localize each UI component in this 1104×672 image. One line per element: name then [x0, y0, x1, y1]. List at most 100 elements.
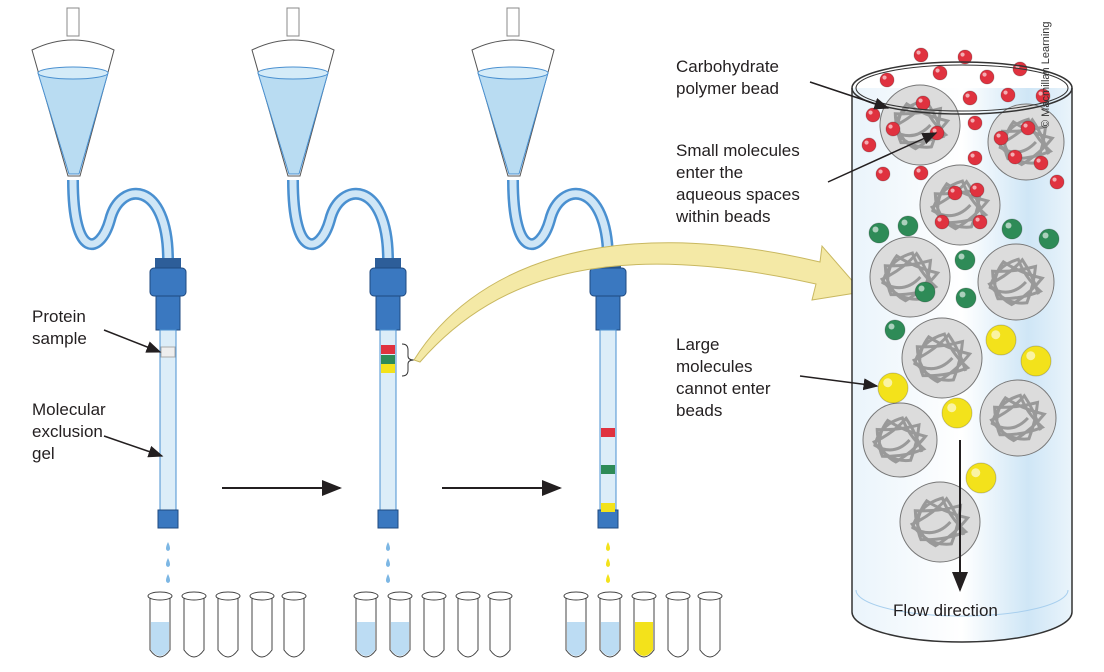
test-tube	[215, 591, 241, 658]
apparatus-2	[251, 7, 513, 658]
column-cap	[155, 258, 181, 270]
tube-rim	[665, 591, 691, 601]
tube-rim	[387, 591, 413, 601]
medium-molecule	[884, 319, 906, 341]
drop	[166, 574, 170, 583]
small-molecule-shine	[982, 72, 987, 77]
label-large-molecules: Large molecules cannot enter beads	[676, 335, 771, 420]
tube-rim	[249, 591, 275, 601]
tube-rim	[597, 591, 623, 601]
large-molecule	[877, 372, 909, 404]
drop	[606, 542, 610, 551]
small-molecule-shine	[932, 128, 937, 133]
tubing-inner	[289, 179, 392, 261]
small-molecule-shine	[916, 50, 921, 55]
column-fitting	[369, 267, 407, 297]
carbohydrate-bead	[977, 243, 1055, 321]
label-flow-direction: Flow direction	[893, 601, 998, 620]
medium-molecule-shine	[958, 253, 965, 260]
large-molecule-shine	[883, 378, 893, 388]
column-fitting	[589, 267, 627, 297]
large-molecule	[1020, 345, 1052, 377]
funnel-buffer	[477, 72, 549, 175]
bead-shell	[977, 243, 1055, 321]
tube-rim	[353, 591, 379, 601]
funnel-buffer	[257, 72, 329, 175]
buffer-surface	[257, 66, 329, 80]
large-molecule-shine	[1026, 351, 1036, 361]
test-tube	[421, 591, 447, 658]
tubing	[507, 179, 614, 261]
small-molecule-shine	[996, 133, 1001, 138]
column-outlet	[377, 509, 399, 529]
test-tube	[281, 591, 307, 658]
tubing	[287, 179, 394, 261]
small-molecule-shine	[882, 75, 887, 80]
small-molecule	[993, 130, 1009, 146]
tube-rim	[215, 591, 241, 601]
medium-molecule	[1001, 218, 1023, 240]
test-tube	[455, 591, 481, 658]
small-molecule	[885, 121, 901, 137]
apparatus-1	[31, 7, 307, 658]
tube-rim	[631, 591, 657, 601]
bead-shell	[979, 379, 1057, 457]
small-molecule-shine	[918, 98, 923, 103]
medium-molecule-shine	[959, 291, 966, 298]
test-tube	[665, 591, 691, 658]
bead-shell	[862, 402, 938, 478]
medium-molecule	[897, 215, 919, 237]
medium-molecule	[868, 222, 890, 244]
tube-contents	[391, 622, 409, 656]
pointer-gel	[103, 435, 164, 458]
column-fitting	[149, 267, 187, 297]
label-protein-sample: Protein sample	[32, 307, 87, 348]
tube-body	[699, 596, 721, 658]
funnel-stem	[506, 7, 520, 37]
medium-molecule	[1038, 228, 1060, 250]
small-molecule	[879, 72, 895, 88]
bead-shell	[901, 317, 983, 399]
tube-body	[489, 596, 511, 658]
tube-rim	[281, 591, 307, 601]
copyright-credit: © Macmillan Learning	[1040, 21, 1052, 128]
cylinder-top-rim-inner	[855, 64, 1069, 112]
drop	[386, 542, 390, 551]
polymer-strands	[909, 496, 971, 548]
large-molecule-shine	[947, 403, 957, 413]
protein-band	[381, 345, 395, 354]
small-molecule	[929, 125, 945, 141]
medium-molecule	[954, 249, 976, 271]
test-tube	[249, 591, 275, 658]
small-molecule	[934, 214, 950, 230]
small-molecule-shine	[1023, 123, 1028, 128]
polymer-strands	[987, 257, 1045, 307]
small-molecule	[875, 166, 891, 182]
small-molecule-shine	[965, 93, 970, 98]
tube-rim	[563, 591, 589, 601]
small-molecule	[967, 115, 983, 131]
pointer-large-molecules	[799, 375, 879, 391]
small-molecule-shine	[970, 118, 975, 123]
tube-contents	[151, 622, 169, 656]
test-tube	[387, 591, 413, 658]
protein-band	[601, 465, 615, 474]
buffer-surface	[37, 66, 109, 80]
carbohydrate-bead	[901, 317, 983, 399]
small-molecule	[969, 182, 985, 198]
medium-molecule-shine	[872, 226, 879, 233]
bead-shell	[869, 236, 951, 318]
small-molecule-shine	[970, 153, 975, 158]
small-molecule-shine	[935, 68, 940, 73]
small-molecule-shine	[878, 169, 883, 174]
small-molecule-shine	[1036, 158, 1041, 163]
small-molecule	[967, 150, 983, 166]
drop	[606, 558, 610, 567]
column-cap	[375, 258, 401, 270]
buffer-surface	[477, 66, 549, 80]
label-molecular-exclusion-gel: Molecular exclusion gel	[32, 400, 106, 463]
protein-band	[601, 503, 615, 512]
tube-body	[457, 596, 479, 658]
small-molecule-shine	[916, 168, 921, 173]
